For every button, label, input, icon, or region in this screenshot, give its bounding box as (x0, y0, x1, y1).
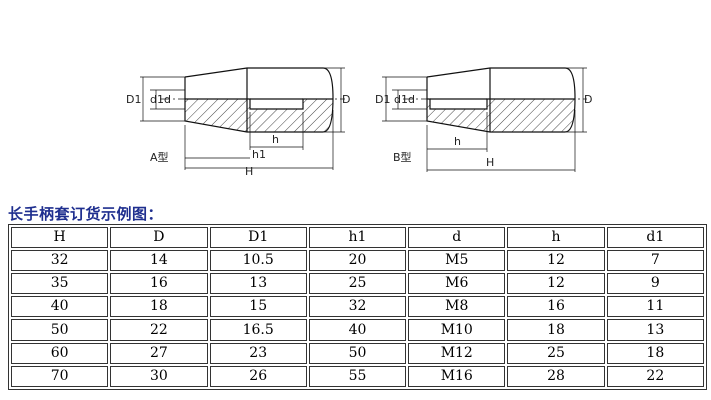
table-cell: 50 (308, 342, 407, 364)
type-a-label-h1: h1 (252, 148, 266, 161)
type-b-label-H: H (486, 156, 494, 169)
table-cell: 70 (11, 365, 109, 387)
type-b-drawing (382, 67, 587, 172)
table-cell: 40 (11, 296, 109, 318)
table-cell: 20 (308, 250, 407, 272)
table-cell: 27 (110, 342, 208, 364)
header-H: H (11, 227, 109, 248)
header-h: h (507, 227, 605, 248)
header-D1: D1 (209, 227, 307, 248)
table-cell: 7 (606, 250, 704, 272)
type-b-type-label: B型 (393, 150, 412, 164)
table-cell: M10 (408, 319, 506, 341)
table-cell: 25 (308, 273, 407, 295)
type-a-drawing (140, 67, 345, 170)
table-cell: 25 (507, 342, 605, 364)
type-a-label-h: h (272, 133, 279, 146)
table-cell: 10.5 (209, 250, 307, 272)
table-cell: 18 (507, 319, 605, 341)
table-cell: 40 (308, 319, 407, 341)
type-b-label-d: d (408, 93, 415, 106)
table-cell: 30 (110, 365, 208, 387)
table-cell: 18 (110, 296, 208, 318)
type-b-label-D: D (584, 93, 592, 106)
table-cell: 50 (11, 319, 109, 341)
type-b-label-D1: D1 (375, 93, 390, 106)
header-d1: d1 (606, 227, 704, 248)
order-example-caption: 长手柄套订货示例图： (8, 205, 164, 223)
table-cell: 16 (507, 296, 605, 318)
table-cell: 28 (507, 365, 605, 387)
technical-drawing: D1 d1 d D h h1 H A型 D1 d1 d D h H B型 (126, 67, 592, 178)
table-cell: 13 (606, 319, 704, 341)
table-cell: 13 (209, 273, 307, 295)
header-d: d (408, 227, 506, 248)
table-cell: M8 (408, 296, 506, 318)
table-cell: 55 (308, 365, 407, 387)
table-cell: 22 (606, 365, 704, 387)
type-a-label-d: d (164, 93, 171, 106)
table-cell: M6 (408, 273, 506, 295)
type-a-label-D1: D1 (126, 93, 141, 106)
table-cell: 16.5 (209, 319, 307, 341)
table-cell: M12 (408, 342, 506, 364)
table-cell: 12 (507, 273, 605, 295)
table-cell: 32 (11, 250, 109, 272)
type-a-label-H: H (245, 165, 253, 178)
table-cell: 23 (209, 342, 307, 364)
table-cell: 16 (110, 273, 208, 295)
table-header-row: H D D1 h1 d h d1 (11, 227, 704, 248)
table-cell: 22 (110, 319, 208, 341)
table-cell: 9 (606, 273, 704, 295)
table-cell: 60 (11, 342, 109, 364)
table-cell: 14 (110, 250, 208, 272)
table-cell: M5 (408, 250, 506, 272)
type-a-label-d1: d1 (150, 93, 164, 106)
header-h1: h1 (308, 227, 407, 248)
type-b-label-d1: d1 (394, 93, 408, 106)
table-cell: 26 (209, 365, 307, 387)
table-cell: M16 (408, 365, 506, 387)
header-D: D (110, 227, 208, 248)
table-cell: 11 (606, 296, 704, 318)
table-cell: 18 (606, 342, 704, 364)
table-cell: 15 (209, 296, 307, 318)
type-a-label-D: D (342, 93, 350, 106)
type-a-type-label: A型 (150, 150, 169, 164)
table-cell: 32 (308, 296, 407, 318)
table-cell: 12 (507, 250, 605, 272)
table-cell: 35 (11, 273, 109, 295)
type-b-label-h: h (454, 135, 461, 148)
